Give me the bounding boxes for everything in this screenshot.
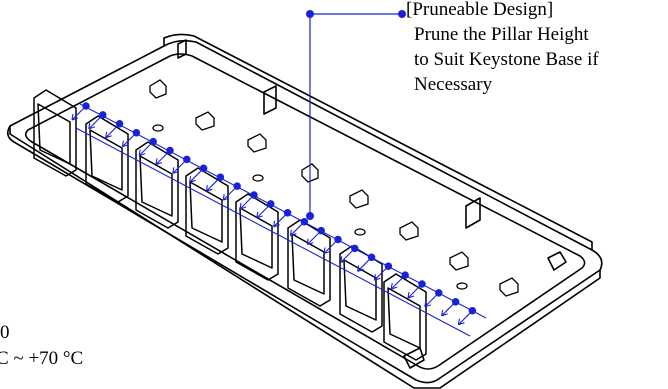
spec-line-1: 0 [0, 322, 10, 343]
prune-arrow [172, 159, 188, 174]
prune-arrow [256, 203, 272, 219]
prune-arrow [340, 248, 356, 263]
callout-title: [Pruneable Design] [406, 0, 554, 20]
prune-arrow [407, 283, 423, 299]
tray-clips [149, 79, 519, 297]
prune-arrow [424, 292, 440, 308]
prune-arrow [88, 114, 104, 130]
prune-arrow [289, 221, 305, 237]
prune-arrow [138, 141, 154, 157]
callout-text-line-1: Prune the Pillar Height [414, 24, 589, 45]
prune-arrow [457, 310, 473, 326]
prune-arrow [373, 265, 389, 281]
keystone-holders [33, 89, 427, 361]
prune-arrow [323, 239, 339, 255]
prune-marks [71, 102, 487, 337]
callout-text-line-2: to Suit Keystone Base if [414, 49, 599, 70]
prune-arrow [222, 185, 238, 201]
spec-line-2: C ~ +70 °C [0, 348, 84, 369]
prune-arrow [273, 212, 288, 228]
prune-arrow [357, 256, 372, 272]
prune-arrow [121, 132, 137, 148]
prune-arrow [71, 105, 87, 121]
prune-arrow [205, 176, 221, 192]
prune-arrow [105, 123, 120, 139]
callout-text-line-3: Necessary [414, 74, 493, 95]
prune-arrow [155, 150, 171, 166]
prune-arrow [441, 301, 456, 317]
prune-arrow [189, 167, 204, 183]
callout-leader [306, 10, 407, 221]
prune-arrow [239, 194, 255, 210]
tray-body [6, 33, 603, 389]
prune-arrow [390, 274, 406, 290]
prune-arrow [306, 230, 322, 246]
